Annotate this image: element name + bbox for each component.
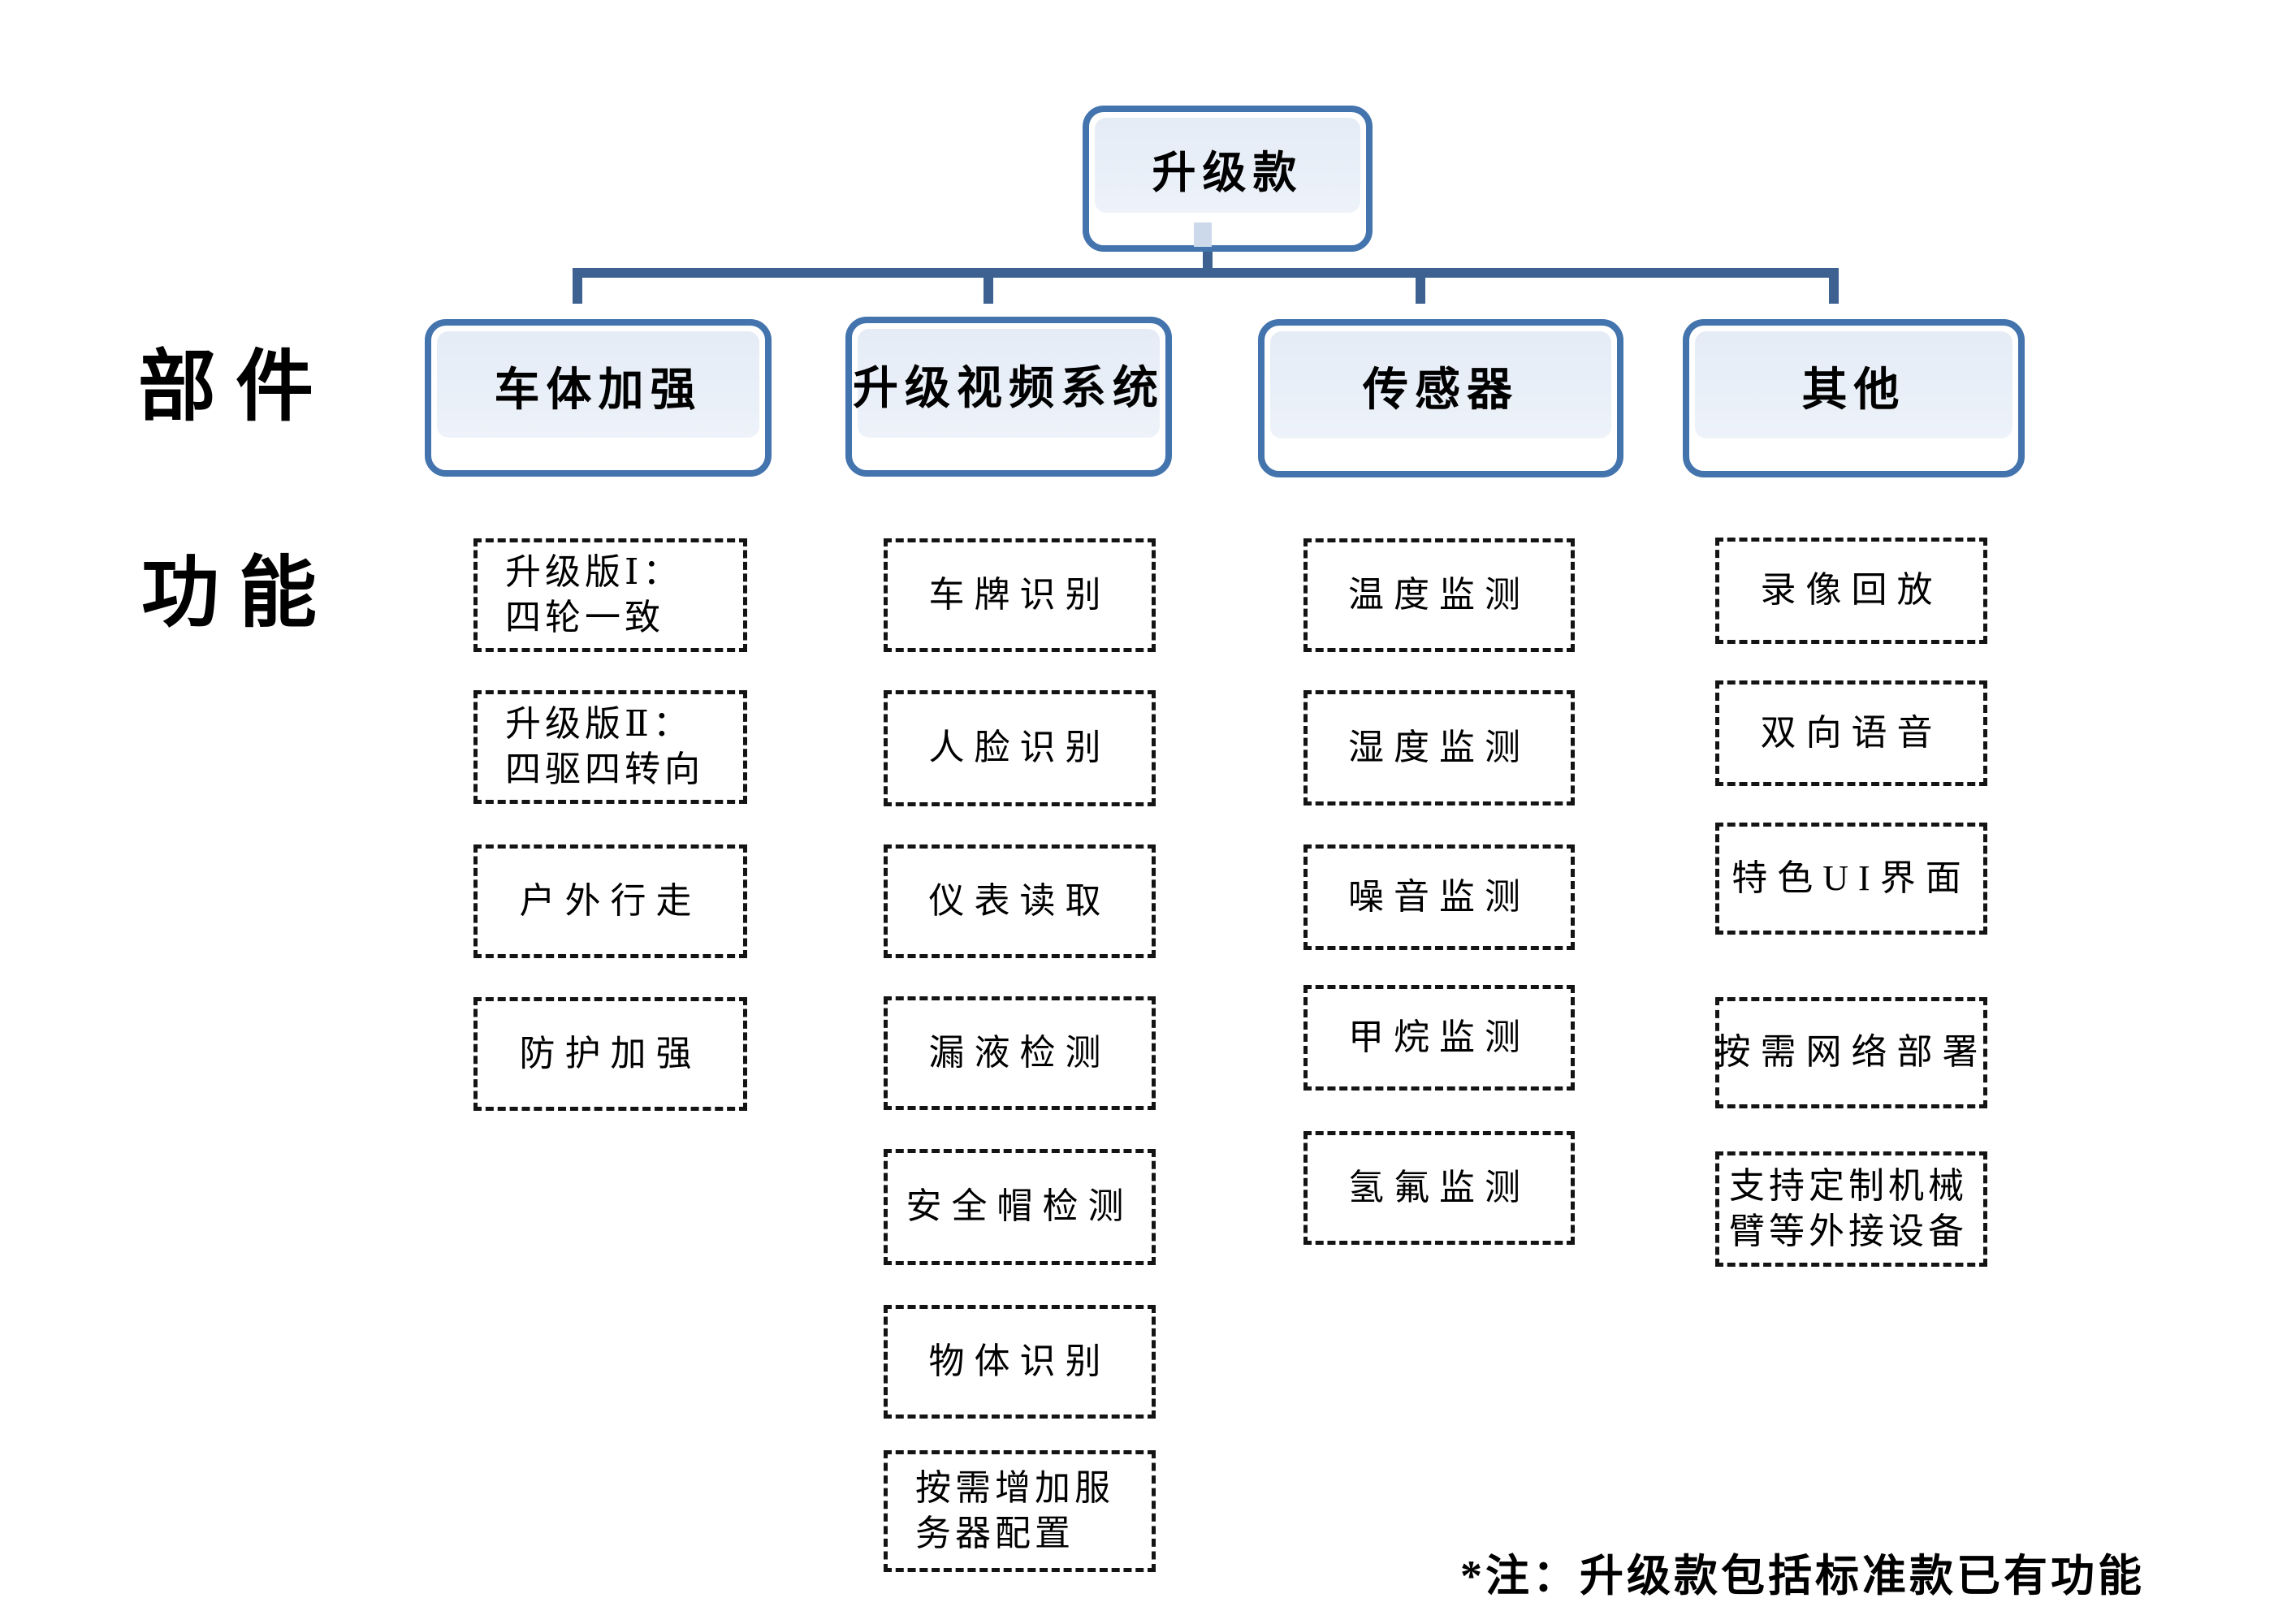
feature-box: 仪表读取 [884, 844, 1156, 958]
connector-stub-branch-2 [984, 273, 993, 304]
feature-box: 噪音监测 [1303, 844, 1575, 950]
feature-box-line: 升级版Ⅰ： [505, 551, 683, 592]
feature-box-line: 四轮一致 [505, 598, 664, 637]
connector-stub-branch-4 [1829, 273, 1839, 304]
footnote: *注：升级款包括标准款已有功能 [1460, 1552, 2145, 1600]
branch-node-label: 传感器 [1363, 365, 1519, 416]
connector-horizontal-bar [573, 268, 1839, 278]
side-label-functions: 功能 [141, 550, 336, 637]
connector-stub-branch-3 [1416, 273, 1425, 304]
feature-box: 人脸识别 [884, 690, 1156, 806]
feature-box-line: 车牌识别 [928, 574, 1111, 615]
feature-box: 双向语音 [1715, 680, 1987, 786]
feature-box: 物体识别 [884, 1305, 1156, 1419]
feature-box-line: 安全帽检测 [906, 1186, 1134, 1227]
feature-box: 按需网络部署 [1715, 997, 1987, 1108]
feature-box-line: 按需网络部署 [1714, 1032, 1988, 1073]
feature-box: 特色UI界面 [1715, 823, 1987, 935]
feature-box: 户外行走 [473, 844, 747, 958]
branch-node-others: 其他 [1663, 296, 2025, 477]
feature-box-line: 双向语音 [1760, 712, 1943, 753]
feature-box: 车牌识别 [884, 538, 1156, 652]
side-label-components: 部件 [138, 343, 333, 430]
feature-box-line: 户外行走 [519, 880, 702, 921]
feature-box-line: 特色UI界面 [1731, 857, 1971, 898]
feature-box-line: 漏液检测 [928, 1032, 1111, 1073]
root-node-label: 升级款 [1152, 148, 1303, 197]
feature-box-line: 臂等外接设备 [1729, 1212, 1968, 1251]
feature-box-line: 按需增加服 [915, 1467, 1114, 1508]
branch-node-label: 车体加强 [494, 365, 703, 416]
feature-box: 升级版Ⅱ： 四驱四转向 [473, 690, 747, 804]
feature-box: 按需增加服务器配置 [884, 1450, 1156, 1572]
feature-box-line: 支持定制机械 [1729, 1165, 1968, 1206]
feature-box: 氢氟监测 [1303, 1131, 1575, 1245]
feature-box-line: 防护加强 [519, 1033, 702, 1073]
feature-box: 防护加强 [473, 997, 747, 1111]
feature-box-line: 氢氟监测 [1348, 1167, 1530, 1207]
connector-notch [1194, 222, 1212, 247]
feature-box: 安全帽检测 [884, 1149, 1156, 1265]
feature-box-line: 务器配置 [915, 1514, 1074, 1553]
feature-box-line: 仪表读取 [928, 880, 1111, 921]
feature-box-line: 四驱四转向 [505, 749, 704, 789]
feature-box-line: 甲烷监测 [1348, 1017, 1530, 1057]
branch-node-label: 升级视频系统 [853, 364, 1165, 414]
feature-box: 支持定制机械臂等外接设备 [1715, 1151, 1987, 1267]
feature-box-line: 人脸识别 [928, 728, 1111, 768]
branch-node-sensors: 传感器 [1239, 296, 1623, 477]
feature-box: 升级版Ⅰ： 四轮一致 [473, 538, 747, 652]
feature-box: 温度监测 [1303, 538, 1575, 652]
feature-box: 漏液检测 [884, 996, 1156, 1110]
branch-node-body-reinforcement: 车体加强 [405, 296, 772, 477]
connector-stub-branch-1 [573, 273, 582, 304]
feature-box: 湿度监测 [1303, 690, 1575, 806]
feature-box-line: 温度监测 [1348, 574, 1530, 615]
branch-node-video-system: 升级视频系统 [826, 294, 1172, 477]
branch-node-label: 其他 [1801, 365, 1906, 416]
feature-box: 甲烷监测 [1303, 985, 1575, 1091]
feature-box-line: 湿度监测 [1348, 727, 1530, 767]
feature-box: 录像回放 [1715, 538, 1987, 644]
root-node: 升级款 [1063, 83, 1373, 252]
feature-box-line: 噪音监测 [1348, 876, 1530, 917]
feature-box-line: 升级版Ⅱ： [505, 703, 693, 744]
feature-box-line: 录像回放 [1760, 570, 1943, 611]
feature-box-line: 物体识别 [928, 1341, 1111, 1381]
